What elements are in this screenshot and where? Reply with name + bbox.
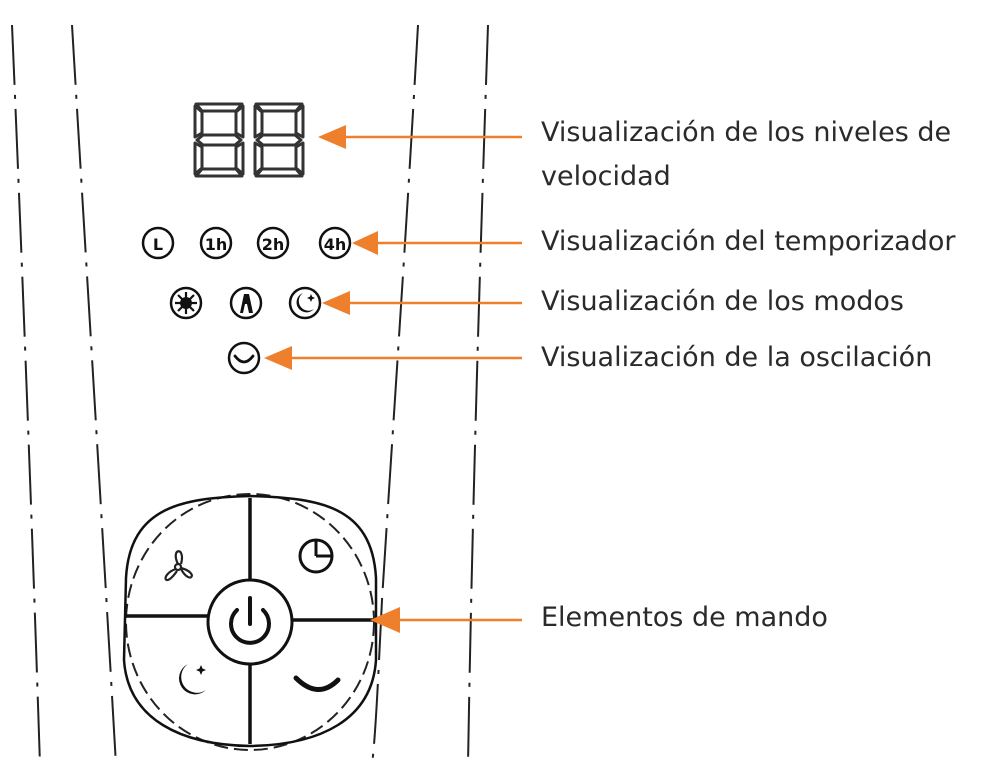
fan-speed-button[interactable] <box>164 550 193 582</box>
arrow-speed-display <box>318 125 522 149</box>
timer-indicator-l: L <box>141 226 175 260</box>
auto-icon <box>229 286 263 320</box>
arrow-oscillation-display <box>264 346 522 370</box>
sun-icon <box>169 286 203 320</box>
callout-timer-display: Visualización del temporizador <box>541 226 956 257</box>
fan-speed-icon <box>164 550 193 582</box>
callout-speed-display: Visualización de los niveles de <box>541 117 952 148</box>
arrow-controls <box>370 607 522 633</box>
moon-star-icon <box>288 286 322 320</box>
speed-level-display <box>193 102 305 178</box>
arrow-timer-display <box>352 231 522 255</box>
control-panel <box>122 493 378 751</box>
sleep-button[interactable] <box>178 664 206 695</box>
timer-indicator-l-label: L <box>153 235 163 254</box>
callout-arrows <box>264 125 522 633</box>
mode-indicators <box>169 286 322 320</box>
timer-indicators: L 1h 2h 4h <box>141 226 352 260</box>
oscillation-button[interactable] <box>293 675 341 692</box>
callout-controls: Elementos de mando <box>541 602 828 633</box>
oscillation-icon <box>293 675 341 692</box>
timer-indicator-2h-label: 2h <box>262 235 285 254</box>
speed-digit-1 <box>193 102 245 178</box>
arrow-modes-display <box>322 291 522 315</box>
timer-button[interactable] <box>298 538 334 574</box>
timer-indicator-2h: 2h <box>256 226 290 260</box>
callout-speed-display-line2: velocidad <box>541 161 671 192</box>
timer-indicator-4h-label: 4h <box>324 235 347 254</box>
timer-indicator-1h: 1h <box>199 226 233 260</box>
timer-indicator-1h-label: 1h <box>205 235 228 254</box>
timer-indicator-4h: 4h <box>318 226 352 260</box>
callout-oscillation-display: Visualización de la oscilación <box>541 342 933 373</box>
power-icon <box>229 596 271 645</box>
sleep-moon-icon <box>178 664 206 695</box>
control-panel-body <box>122 494 378 748</box>
oscillation-indicator-icon <box>227 341 261 375</box>
timer-clock-icon <box>298 538 334 574</box>
control-panel-outer-ring <box>125 493 375 751</box>
power-button[interactable] <box>206 578 294 666</box>
callout-modes-display: Visualización de los modos <box>541 286 904 317</box>
speed-digit-2 <box>253 102 305 178</box>
fan-body-outline <box>11 24 489 766</box>
